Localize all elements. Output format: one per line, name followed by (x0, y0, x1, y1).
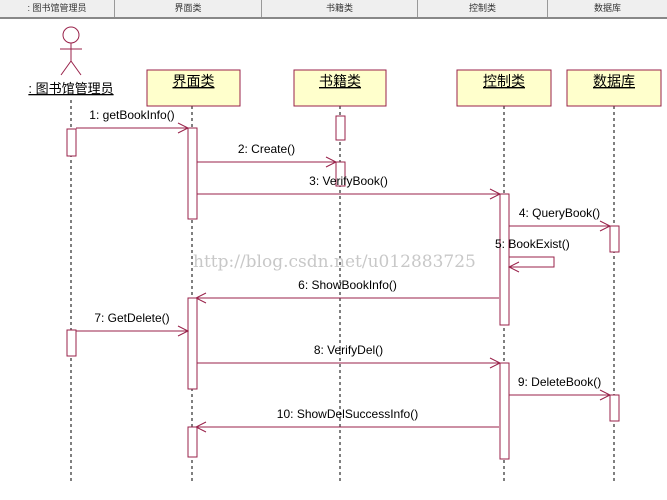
arrowhead-icon (489, 357, 502, 369)
message-label: 1: getBookInfo() (89, 108, 174, 122)
activation-bar (66, 329, 77, 357)
activation-bar (66, 128, 77, 157)
message-label: 10: ShowDelSuccessInfo() (277, 407, 418, 421)
message-label: 2: Create() (238, 142, 295, 156)
activation-bar (609, 225, 620, 253)
watermark: http://blog.csdn.net/u012883725 (193, 252, 476, 272)
activation-bar (499, 362, 510, 460)
arrowhead-icon (489, 188, 502, 200)
actor-icon (60, 43, 82, 76)
activation-bar (499, 193, 510, 326)
participant-label: 控制类 (483, 73, 525, 89)
participant-label: 数据库 (593, 73, 635, 89)
header-col[interactable]: 控制类 (418, 0, 548, 17)
participant-box[interactable] (566, 69, 662, 107)
message-label: 7: GetDelete() (94, 311, 169, 325)
arrowhead-icon (599, 389, 612, 401)
participant-box[interactable] (456, 69, 552, 107)
header-col[interactable]: : 图书馆管理员 (0, 0, 115, 17)
participant-label: 书籍类 (319, 73, 361, 89)
arrowhead-icon (507, 261, 520, 273)
activation-bar (335, 161, 346, 187)
actor-icon (62, 26, 80, 44)
participant-box[interactable] (293, 69, 387, 107)
message-label: 9: DeleteBook() (518, 375, 601, 389)
message-label: 6: ShowBookInfo() (298, 278, 397, 292)
arrowhead-icon (177, 325, 190, 337)
swimlane-header: : 图书馆管理员 界面类 书籍类 控制类 数据库 (0, 0, 667, 19)
header-col[interactable]: 界面类 (115, 0, 262, 17)
message-label: 3: VerifyBook() (309, 174, 388, 188)
activation-bar (335, 115, 346, 141)
participant-label[interactable]: : 图书馆管理员 (28, 81, 113, 96)
activation-bar (187, 127, 198, 220)
header-col[interactable]: 数据库 (593, 3, 621, 13)
arrowhead-icon (194, 292, 207, 304)
message-label: 4: QueryBook() (519, 206, 600, 220)
arrowhead-icon (177, 122, 190, 134)
message-label: 5: BookExist() (495, 237, 570, 251)
arrowhead-icon (325, 156, 338, 168)
activation-bar (187, 426, 198, 458)
message-label: 8: VerifyDel() (314, 343, 383, 357)
activation-bar (609, 394, 620, 422)
participant-label: 界面类 (173, 73, 215, 89)
participant-box[interactable] (146, 69, 241, 107)
self-message-arrow (509, 256, 555, 268)
activation-bar (187, 297, 198, 390)
header-col[interactable]: 书籍类 (262, 0, 418, 17)
arrowhead-icon (194, 421, 207, 433)
arrowhead-icon (599, 220, 612, 232)
